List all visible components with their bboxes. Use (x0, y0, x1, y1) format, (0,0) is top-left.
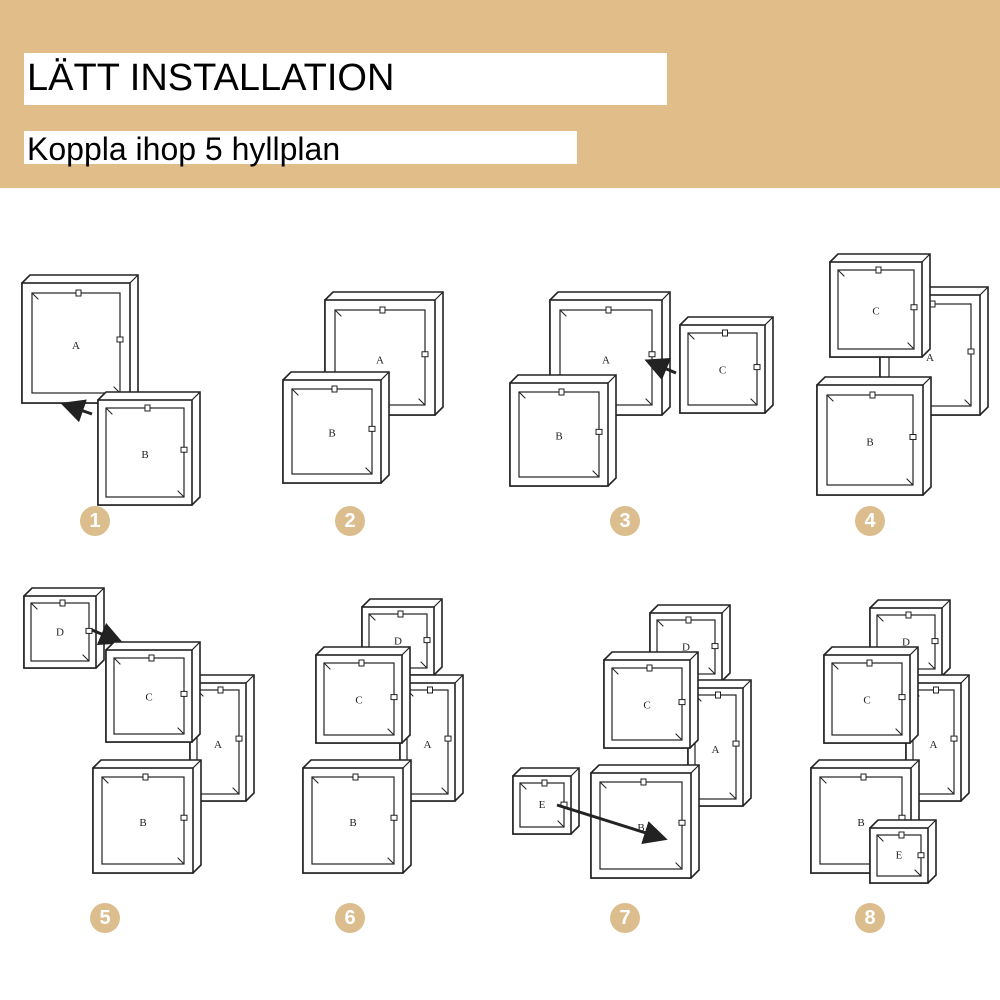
step1-shelf-a: A (21, 274, 139, 404)
step-badge-1: 1 (80, 506, 110, 536)
step7-arrow (556, 803, 668, 845)
title-box: LÄTT INSTALLATION (24, 53, 667, 105)
shelf-label-b: B (349, 817, 356, 829)
step3-arrow (644, 357, 677, 381)
step5-arrow (91, 622, 124, 646)
shelf-label-c: C (355, 694, 362, 706)
step8-shelf-e: E (869, 819, 937, 884)
shelf-label-b: B (139, 817, 146, 829)
step4-shelf-b: B (816, 376, 932, 496)
step7-shelf-c: C (603, 651, 699, 749)
step-badge-7: 7 (610, 903, 640, 933)
step-badge-8: 8 (855, 903, 885, 933)
shelf-label-c: C (145, 692, 152, 704)
shelf-label-a: A (712, 744, 720, 756)
step8-shelf-c: C (823, 646, 919, 744)
page-subtitle: Koppla ihop 5 hyllplan (27, 131, 341, 167)
shelf-label-e: E (896, 849, 903, 861)
step5-shelf-d: D (23, 587, 105, 669)
shelf-label-c: C (643, 699, 650, 711)
shelf-label-d: D (902, 636, 910, 648)
step-badge-3: 3 (610, 506, 640, 536)
shelf-label-b: B (637, 822, 644, 834)
shelf-label-c: C (719, 364, 726, 376)
step-badge-4: 4 (855, 506, 885, 536)
shelf-label-a: A (72, 340, 80, 352)
step4-shelf-c: C (829, 253, 931, 358)
step-badge-2: 2 (335, 506, 365, 536)
shelf-label-a: A (926, 352, 934, 364)
step6-shelf-c: C (315, 646, 411, 744)
shelf-label-a: A (930, 739, 938, 751)
shelf-label-d: D (56, 627, 64, 639)
step3-shelf-b: B (509, 374, 617, 487)
subtitle-box: Koppla ihop 5 hyllplan (24, 131, 577, 167)
step3-shelf-c: C (679, 316, 774, 414)
step7-shelf-e: E (512, 767, 580, 835)
header-banner: LÄTT INSTALLATION Koppla ihop 5 hyllplan (0, 0, 1000, 188)
shelf-label-b: B (141, 449, 148, 461)
step6-shelf-b: B (302, 759, 412, 874)
shelf-label-b: B (857, 817, 864, 829)
shelf-label-c: C (863, 694, 870, 706)
step-badge-5: 5 (90, 903, 120, 933)
shelf-label-e: E (539, 799, 546, 811)
shelf-label-b: B (866, 437, 873, 449)
shelf-label-a: A (376, 354, 384, 366)
shelf-label-b: B (328, 428, 335, 440)
shelf-label-a: A (424, 739, 432, 751)
shelf-label-a: A (214, 739, 222, 751)
page-title: LÄTT INSTALLATION (27, 57, 395, 99)
shelf-label-d: D (682, 641, 690, 653)
step5-shelf-c: C (105, 641, 201, 743)
step5-shelf-b: B (92, 759, 202, 874)
step1-shelf-b: B (97, 391, 201, 506)
step1-arrow (60, 399, 93, 423)
step-badge-6: 6 (335, 903, 365, 933)
shelf-label-d: D (394, 635, 402, 647)
shelf-label-a: A (602, 354, 610, 366)
shelf-label-b: B (555, 431, 562, 443)
step2-shelf-b: B (282, 371, 390, 484)
shelf-label-c: C (872, 305, 879, 317)
step6-shelf-a: A (399, 674, 464, 802)
